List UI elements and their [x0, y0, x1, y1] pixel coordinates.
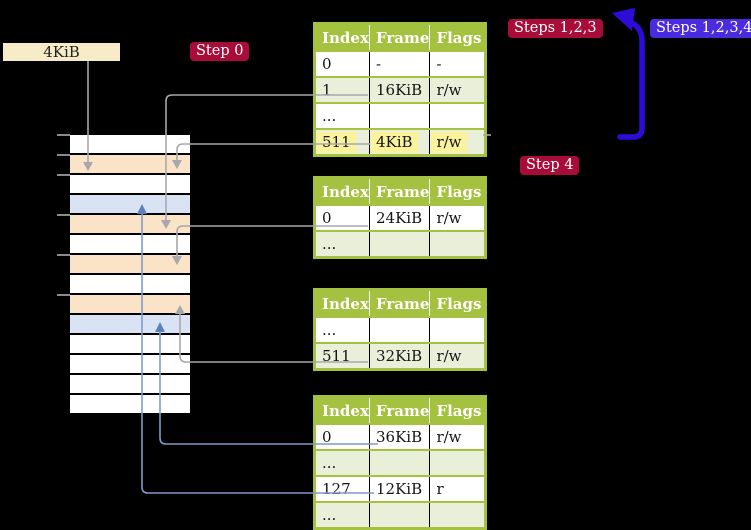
table-cell: r/w: [429, 204, 486, 231]
table-cell: r/w: [429, 128, 486, 156]
table-cell: [368, 102, 430, 129]
memory-frame-row-peach: [70, 215, 190, 235]
memory-stack: [70, 135, 190, 415]
table-row: 511 4KiB r/w: [314, 128, 486, 156]
table-cell: 4KiB: [368, 128, 430, 156]
memory-frame-row-white: [70, 355, 190, 375]
table-row: ...: [314, 449, 486, 476]
table-header-cell: Index: [314, 177, 370, 205]
table-cell: [429, 316, 486, 343]
memory-frame-row-white: [70, 135, 190, 155]
stack-tick: [57, 134, 70, 136]
memory-frame-row-peach: [70, 295, 190, 315]
table-cell: [429, 102, 486, 129]
badge-steps-1-2-3: Steps 1,2,3: [508, 19, 603, 38]
table-cell: [368, 501, 430, 529]
table-cell: [368, 230, 430, 258]
table-cell: [429, 501, 486, 529]
table-row: ...: [314, 230, 486, 258]
highlighted-value: 4KiB: [371, 131, 418, 153]
memory-address-label: 4KiB: [3, 43, 120, 61]
badge-steps-1-2-3-4: Steps 1,2,3,4: [650, 19, 751, 38]
table-cell: r/w: [429, 423, 486, 450]
stack-tick: [57, 214, 70, 216]
recursive-loop-arrow: [617, 19, 645, 140]
table-cell: ...: [314, 316, 370, 343]
table-cell: 511: [314, 128, 370, 156]
table-cell: r/w: [429, 76, 486, 103]
table-cell: ...: [314, 102, 370, 129]
table-cell: 12KiB: [368, 475, 430, 502]
table-cell: ...: [314, 230, 370, 258]
table-header-cell: Index: [314, 396, 370, 424]
table-row: ...: [314, 316, 486, 343]
table-cell: 32KiB: [368, 342, 430, 370]
table-header-cell: Index: [314, 289, 370, 317]
table-cell: 511: [314, 342, 370, 370]
table-header-cell: Frame: [368, 177, 430, 205]
memory-frame-row-white: [70, 395, 190, 415]
table-header-cell: Flags: [429, 289, 486, 317]
table-cell: [429, 230, 486, 258]
stack-tick: [57, 254, 70, 256]
table-header-cell: Flags: [429, 177, 486, 205]
table-header-cell: Frame: [368, 289, 430, 317]
table-cell: r/w: [429, 342, 486, 370]
table-row: ...: [314, 501, 486, 529]
table-cell: -: [429, 50, 486, 77]
table-cell: [368, 449, 430, 476]
memory-frame-row-white: [70, 375, 190, 395]
table-header-cell: Frame: [368, 23, 430, 51]
highlighted-value: r/w: [431, 131, 467, 153]
table-row: ...: [314, 102, 486, 129]
table-cell: 0: [314, 423, 370, 450]
badge-step-0: Step 0: [190, 42, 250, 61]
table-cell: ...: [314, 501, 370, 529]
table-header-cell: Frame: [368, 396, 430, 424]
memory-frame-row-blue: [70, 315, 190, 335]
table-cell: r: [429, 475, 486, 502]
table-header-cell: Flags: [429, 23, 486, 51]
memory-frame-row-white: [70, 275, 190, 295]
arrowhead-upleft-icon: [612, 8, 635, 31]
table-cell: 0: [314, 50, 370, 77]
table-header-cell: Index: [314, 23, 370, 51]
stack-tick: [57, 174, 70, 176]
memory-frame-row-peach: [70, 155, 190, 175]
table-cell: 24KiB: [368, 204, 430, 231]
table-header-cell: Flags: [429, 396, 486, 424]
table-cell: [429, 449, 486, 476]
table-cell: 16KiB: [368, 76, 430, 103]
memory-frame-row-blue: [70, 195, 190, 215]
memory-frame-row-white: [70, 175, 190, 195]
stack-tick: [57, 154, 70, 156]
table-cell: 0: [314, 204, 370, 231]
table-cell: -: [368, 50, 430, 77]
table-cell: [368, 316, 430, 343]
memory-frame-row-white: [70, 335, 190, 355]
highlighted-value: 511: [317, 131, 356, 153]
stack-tick: [57, 294, 70, 296]
table-cell: ...: [314, 449, 370, 476]
table-row: 0--: [314, 50, 486, 77]
table-cell: 36KiB: [368, 423, 430, 450]
memory-frame-row-white: [70, 235, 190, 255]
table-cell: 127: [314, 475, 370, 502]
badge-step-4: Step 4: [520, 156, 580, 175]
table-cell: 1: [314, 76, 370, 103]
memory-frame-row-peach: [70, 255, 190, 275]
